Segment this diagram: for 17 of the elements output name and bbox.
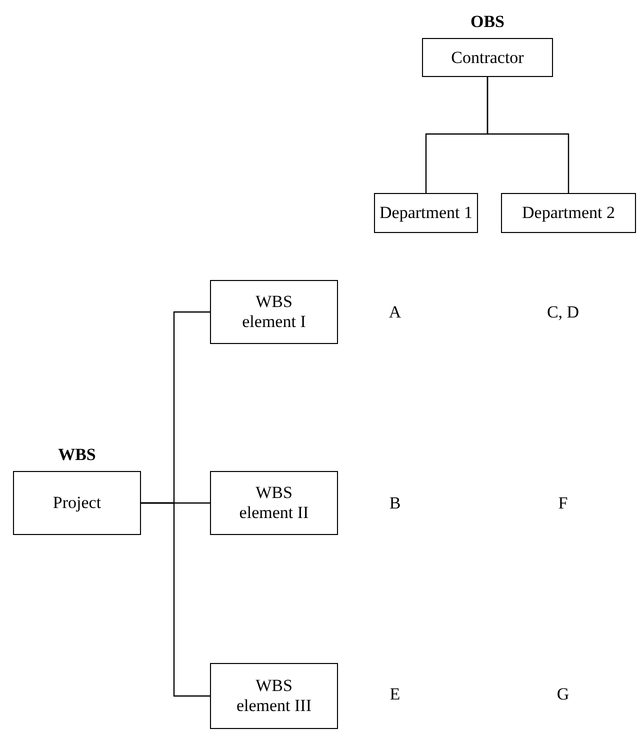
org-box: WBS element I xyxy=(210,280,338,344)
responsibility-code: C, D xyxy=(546,304,580,320)
org-box: Project xyxy=(13,471,141,535)
org-box: Department 2 xyxy=(501,193,636,233)
responsibility-code: F xyxy=(558,494,568,512)
org-box: Department 1 xyxy=(374,193,478,233)
org-box: Contractor xyxy=(422,38,553,77)
section-heading: OBS xyxy=(470,10,505,32)
org-box: WBS element II xyxy=(210,471,338,535)
connector-line xyxy=(486,77,570,193)
connector-line xyxy=(141,502,210,697)
org-box: WBS element III xyxy=(210,663,338,729)
section-heading: WBS xyxy=(58,444,96,466)
responsibility-code: E xyxy=(390,686,400,702)
responsibility-code: G xyxy=(556,686,570,702)
responsibility-code: A xyxy=(388,304,402,320)
responsibility-code: B xyxy=(389,494,401,512)
